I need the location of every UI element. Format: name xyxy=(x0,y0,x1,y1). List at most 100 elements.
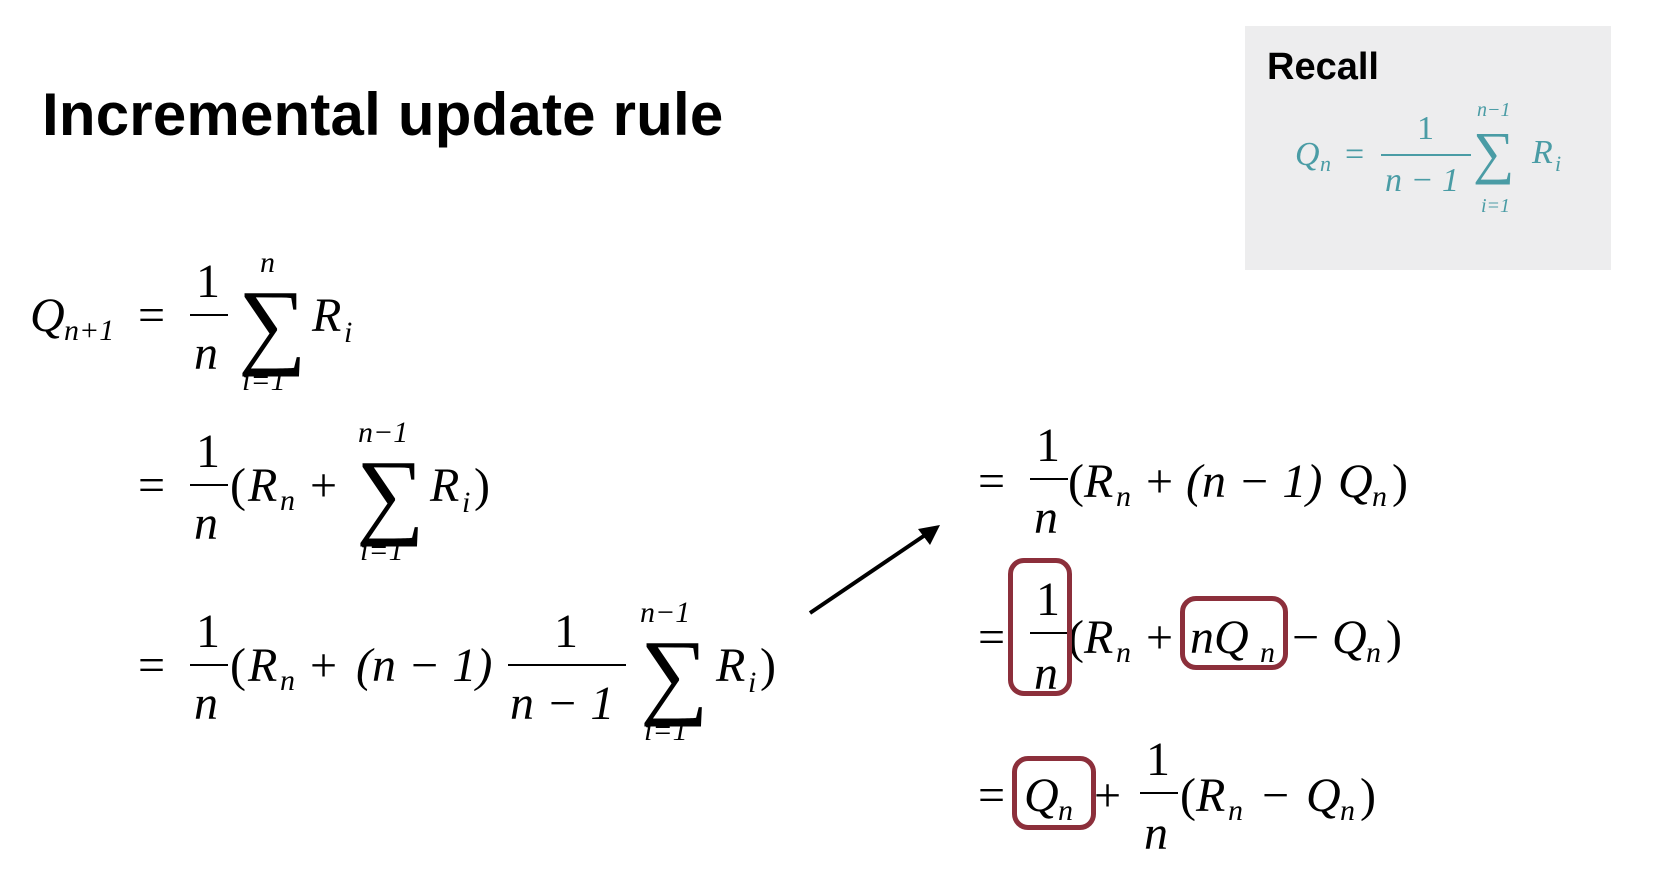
r-symbol: R xyxy=(430,459,460,512)
r-subscript: n xyxy=(1228,794,1243,827)
equals: = xyxy=(138,639,166,692)
plus: + xyxy=(1146,455,1174,508)
fraction-bar xyxy=(1030,632,1068,634)
r-subscript: n xyxy=(280,484,295,517)
r-subscript: i xyxy=(748,666,757,699)
denominator: n − 1 xyxy=(510,677,615,730)
recall-label: Recall xyxy=(1267,46,1379,88)
recall-den: n − 1 xyxy=(1385,162,1459,199)
r-subscript: n xyxy=(1116,636,1131,669)
nq-term: nQ xyxy=(1190,611,1249,664)
plus: + xyxy=(310,639,338,692)
equals: = xyxy=(978,769,1006,822)
recall-sum-top: n−1 xyxy=(1477,99,1511,121)
recall-sum-bottom: i=1 xyxy=(1481,195,1511,217)
right-paren: ) xyxy=(1392,455,1408,508)
equals: = xyxy=(138,459,166,512)
recall-eq: = xyxy=(1345,136,1365,173)
recall-r-sub: i xyxy=(1555,151,1562,176)
plus: + xyxy=(1094,769,1122,822)
numerator: 1 xyxy=(196,425,220,478)
numerator: 1 xyxy=(1036,419,1060,472)
numerator: 1 xyxy=(1146,733,1170,786)
n-minus-1-paren: (n − 1) xyxy=(1186,455,1323,508)
highlight-box-nq xyxy=(1180,596,1288,670)
equals: = xyxy=(138,289,166,342)
r-symbol: R xyxy=(312,289,342,342)
numerator: 1 xyxy=(196,255,220,308)
r-symbol: R xyxy=(1196,769,1226,822)
r-subscript: i xyxy=(462,486,471,519)
sum-top: n xyxy=(260,246,275,279)
denominator: n xyxy=(1144,807,1168,860)
minus: − xyxy=(1262,769,1290,822)
r-subscript: n xyxy=(1116,480,1131,513)
denominator: n xyxy=(1034,491,1058,544)
q-subscript: n xyxy=(1340,794,1355,827)
r-subscript: n xyxy=(280,664,295,697)
recall-num: 1 xyxy=(1417,110,1434,147)
numerator: 1 xyxy=(1036,573,1060,626)
sum-bottom: i=1 xyxy=(360,534,404,567)
q-symbol: Q xyxy=(1024,769,1059,822)
denominator: n xyxy=(194,327,218,380)
recall-box: Recall Q n = 1 n − 1 n−1 ∑ i=1 R i xyxy=(1245,26,1611,270)
fraction-bar xyxy=(1030,478,1068,480)
recall-sigma: ∑ xyxy=(1473,120,1515,185)
highlight-box-q xyxy=(1012,756,1096,830)
plus: + xyxy=(310,459,338,512)
recall-r: R xyxy=(1532,134,1553,171)
q-subscript: n xyxy=(1366,636,1381,669)
right-paren: ) xyxy=(1386,611,1402,664)
recall-q-sub: n xyxy=(1320,151,1331,176)
right-paren: ) xyxy=(474,459,490,512)
sigma: ∑ xyxy=(640,620,709,727)
equals: = xyxy=(978,611,1006,664)
r-symbol: R xyxy=(248,639,278,692)
right-paren: ) xyxy=(1360,769,1376,822)
fraction-bar xyxy=(190,484,228,486)
q-symbol: Q xyxy=(1332,611,1367,664)
fraction-bar xyxy=(1140,792,1178,794)
minus: − xyxy=(1292,611,1320,664)
sum-top: n−1 xyxy=(358,416,409,449)
slide-title: Incremental update rule xyxy=(42,81,724,148)
nq-subscript: n xyxy=(1260,636,1275,669)
fraction-bar xyxy=(508,664,626,666)
left-paren: ( xyxy=(230,639,246,692)
r-subscript: i xyxy=(344,316,353,349)
q-symbol: Q xyxy=(30,289,65,342)
left-paren: ( xyxy=(230,459,246,512)
highlight-box-fraction xyxy=(1008,558,1072,696)
denominator: n xyxy=(1034,647,1058,700)
q-subscript: n xyxy=(1372,480,1387,513)
recall-q: Q xyxy=(1295,136,1320,173)
sigma: ∑ xyxy=(238,270,307,377)
q-symbol: Q xyxy=(1306,769,1341,822)
n-minus-1-paren: (n − 1) xyxy=(356,639,493,692)
q-subscript: n+1 xyxy=(64,314,115,347)
sigma: ∑ xyxy=(356,440,425,547)
left-paren: ( xyxy=(1180,769,1196,822)
right-paren: ) xyxy=(760,639,776,692)
fraction-bar xyxy=(190,314,228,316)
r-symbol: R xyxy=(716,639,746,692)
denominator: n xyxy=(194,677,218,730)
denominator: n xyxy=(194,497,218,550)
r-symbol: R xyxy=(1084,455,1114,508)
numerator: 1 xyxy=(554,605,578,658)
plus: + xyxy=(1146,611,1174,664)
r-symbol: R xyxy=(248,459,278,512)
sum-bottom: i=1 xyxy=(242,364,286,397)
sum-top: n−1 xyxy=(640,596,691,629)
equals: = xyxy=(978,455,1006,508)
arrow-icon xyxy=(808,525,940,615)
left-paren: ( xyxy=(1068,455,1084,508)
q-symbol: Q xyxy=(1338,455,1373,508)
recall-fraction-bar xyxy=(1381,154,1471,156)
sum-bottom: i=1 xyxy=(644,714,688,747)
r-symbol: R xyxy=(1084,611,1114,664)
q-subscript: n xyxy=(1058,794,1073,827)
numerator: 1 xyxy=(196,605,220,658)
